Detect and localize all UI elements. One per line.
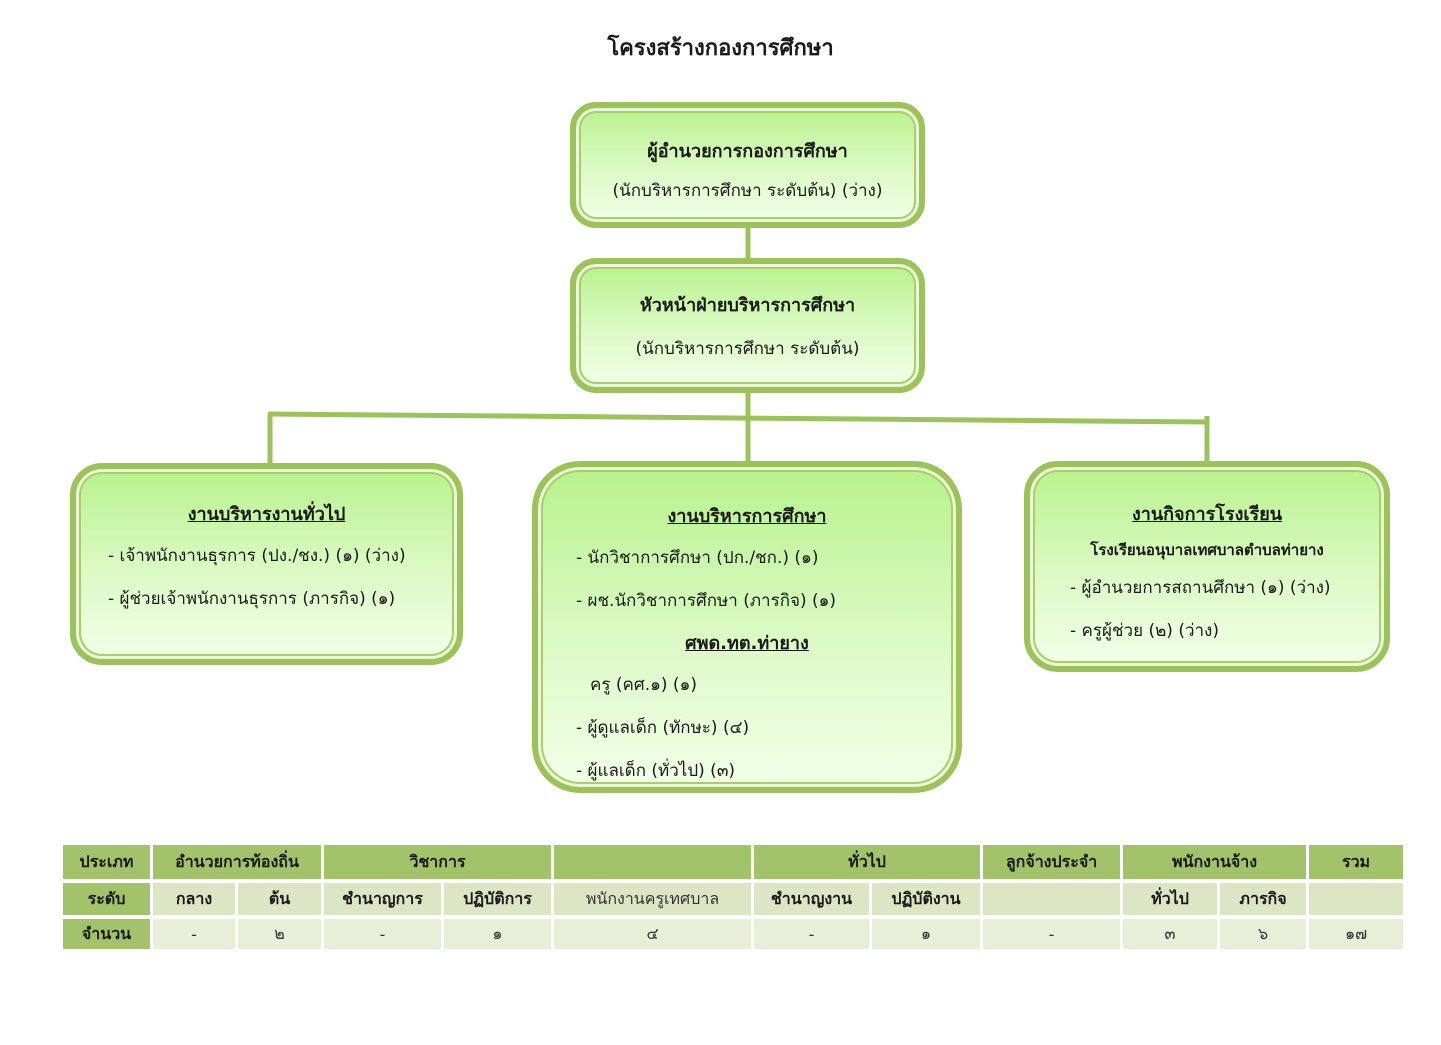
education-admin-box: งานบริหารการศึกษา - นักวิชาการศึกษา (ปก.… [532,461,962,793]
type-cell [554,845,751,879]
child-center-item: - ผู้ดูแลเด็ก (ทักษะ) (๔) [576,718,750,738]
general-admin-title: งานบริหารงานทั่วไป [187,504,346,525]
child-center-item: ครู (คศ.๑) (๑) [590,675,697,695]
school-affairs-title: งานกิจการโรงเรียน [1131,504,1283,525]
level-cell: ชำนาญงาน [754,883,869,915]
count-cell: ๓ [1123,919,1218,949]
head-subtitle: (นักบริหารการศึกษา ระดับต้น) [635,339,860,359]
director-subtitle: (นักบริหารการศึกษา ระดับต้น) (ว่าง) [612,181,883,201]
general-admin-item: - ผู้ช่วยเจ้าพนักงานธุรการ (ภารกิจ) (๑) [108,589,396,609]
type-cell: วิชาการ [324,845,551,879]
school-affairs-box: งานกิจการโรงเรียน โรงเรียนอนุบาลเทศบาลตำ… [1024,461,1390,672]
education-admin-title: งานบริหารการศึกษา [667,506,827,527]
level-cell: ปฏิบัติการ [444,883,551,915]
count-cell: - [324,919,441,949]
summary-table: ประเภท อำนวยการท้องถิ่น วิชาการ ทั่วไป ล… [60,845,1406,949]
row-label-level: ระดับ [63,883,150,915]
school-affairs-subtitle: โรงเรียนอนุบาลเทศบาลตำบลท่ายาง [1090,541,1324,559]
row-label-type: ประเภท [63,845,150,879]
type-cell: รวม [1309,845,1404,879]
child-center-title: ศพด.ทต.ท่ายาง [685,633,809,654]
director-box: ผู้อำนวยการกองการศึกษา (นักบริหารการศึกษ… [570,102,925,228]
school-affairs-item: - ครูผู้ช่วย (๒) (ว่าง) [1070,621,1219,641]
child-center-item: - ผู้แลเด็ก (ทั่วไป) (๓) [576,761,736,781]
general-admin-item: - เจ้าพนักงานธุรการ (ปง./ชง.) (๑) (ว่าง) [108,546,406,566]
education-admin-item: - ผช.นักวิชาการศึกษา (ภารกิจ) (๑) [576,591,837,611]
education-admin-item: - นักวิชาการศึกษา (ปก./ชก.) (๑) [576,548,819,568]
level-cell: ต้น [238,883,321,915]
head-box: หัวหน้าฝ่ายบริหารการศึกษา (นักบริหารการศ… [570,258,925,393]
count-cell: ๔ [554,919,751,949]
level-cell: ชำนาญการ [324,883,441,915]
level-cell: ทั่วไป [1123,883,1218,915]
count-cell: ๑ [444,919,551,949]
type-cell: ทั่วไป [754,845,981,879]
level-cell: ภารกิจ [1220,883,1307,915]
type-cell: อำนวยการท้องถิ่น [153,845,321,879]
level-cell: ปฏิบัติงาน [872,883,981,915]
page-title: โครงสร้างกองการศึกษา [607,36,834,61]
school-affairs-item: - ผู้อำนวยการสถานศึกษา (๑) (ว่าง) [1070,578,1331,598]
row-label-count: จำนวน [63,919,150,949]
general-admin-box: งานบริหารงานทั่วไป - เจ้าพนักงานธุรการ (… [70,463,463,665]
count-cell: - [153,919,235,949]
level-cell: พนักงานครูเทศบาล [554,883,751,915]
type-cell: พนักงานจ้าง [1123,845,1307,879]
count-cell: ๖ [1220,919,1307,949]
count-cell: ๑ [872,919,981,949]
level-cell: กลาง [153,883,235,915]
count-cell: ๒ [238,919,321,949]
level-cell [983,883,1121,915]
count-cell: ๑๗ [1309,919,1404,949]
type-cell: ลูกจ้างประจำ [983,845,1121,879]
director-title: ผู้อำนวยการกองการศึกษา [647,141,848,162]
level-cell [1309,883,1404,915]
count-cell: - [983,919,1121,949]
count-cell: - [754,919,869,949]
head-title: หัวหน้าฝ่ายบริหารการศึกษา [639,295,856,316]
